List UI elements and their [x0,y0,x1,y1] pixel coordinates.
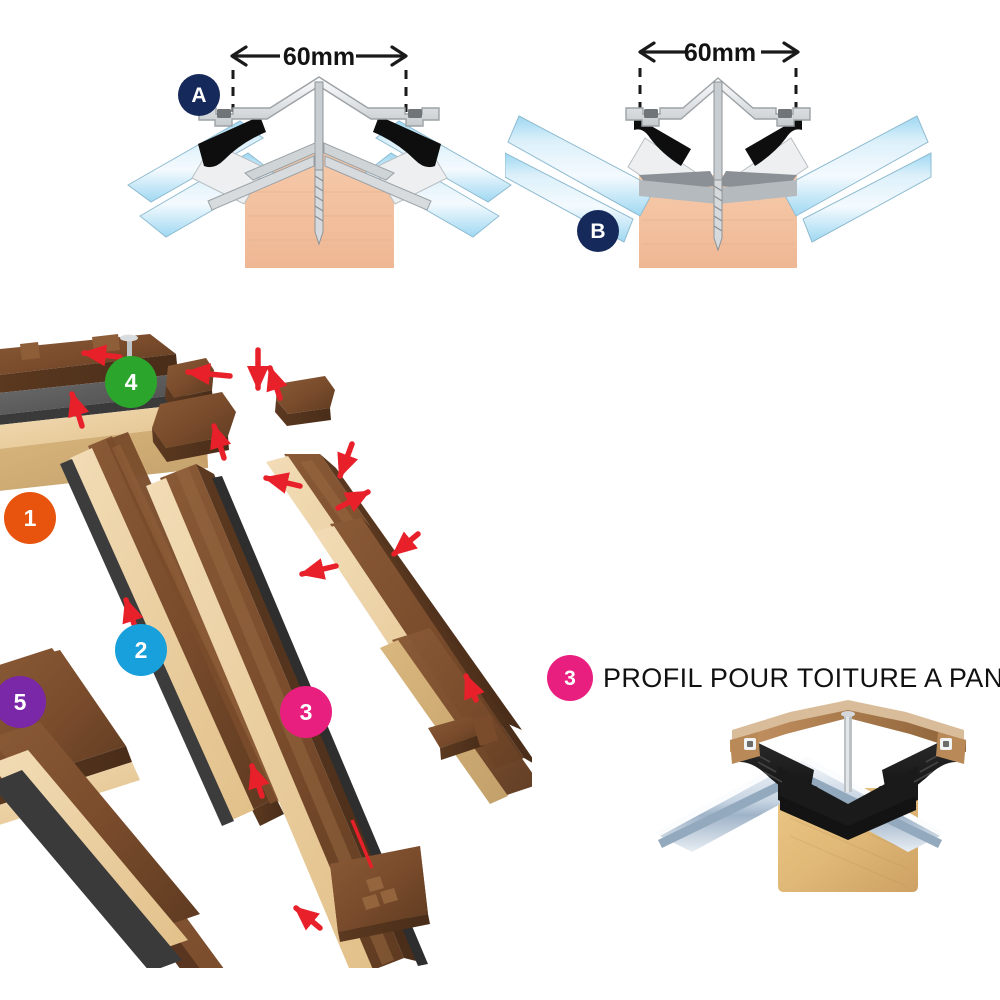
caption-badge-3: 3 [547,655,593,701]
clip-right-a [408,109,422,118]
callout-badge-1-label: 1 [23,504,37,531]
assembly-arrows [68,344,485,931]
clip-left-a [217,109,231,118]
detail-badge-a-label: A [191,83,207,107]
detail-b-drawing: 60mm [504,39,932,268]
detail-badge-a: A [178,74,220,116]
callout-badge-3: 3 [280,686,332,738]
caption-title: PROFIL POUR TOITURE A PANS [603,662,1000,693]
callout-badge-5-label: 5 [13,688,27,715]
gasket-left-a [198,116,266,168]
callout-badge-2: 2 [115,624,167,676]
callout-badge-1: 1 [4,492,56,544]
fixing-screw-b [713,81,723,252]
ridge-render-view [600,700,1000,940]
support-plate-left-a [207,155,315,211]
caption-row: 3 PROFIL POUR TOITURE A PANS [547,655,1000,701]
iso-frame-bottom-left-2 [0,722,200,968]
exploded-assembly-view [0,328,532,968]
render-fixing-bolts [806,786,890,796]
dimension-value-b: 60mm [684,39,756,67]
clip-right-b [778,109,792,118]
iso-corner-bracket [330,846,430,942]
callout-badge-4-label: 4 [124,368,138,395]
dimension-line-a [230,45,408,112]
dimension-value-a: 60mm [283,43,355,71]
detail-a-drawing: 60mm [127,43,512,268]
assembly-leader-line [350,819,374,869]
iso-screw-top [120,334,138,372]
detail-panel-b: 60mm [504,20,955,285]
detail-badge-b: B [577,210,619,252]
callout-badge-4: 4 [105,356,157,408]
iso-detached-caps [428,714,498,760]
inner-plate-a [244,142,395,181]
gasket-left-b [634,116,691,166]
iso-connector-right [380,628,532,804]
detail-badge-b-label: B [590,219,606,243]
dimension-line-b [638,41,800,112]
gasket-right-b [745,116,802,166]
cap-profile-a [198,76,440,127]
cap-profile-b [625,77,811,127]
caption-badge-3-label: 3 [564,666,576,690]
iso-floating-cap [275,376,335,426]
callout-badge-2-label: 2 [134,636,148,663]
callout-badge-5: 5 [0,676,46,728]
gasket-right-a [373,116,441,168]
glazing-panels-right-b [780,115,932,243]
clip-left-b [644,109,658,118]
render-center-screw [841,711,855,792]
support-plate-right-a [324,155,432,211]
callout-badge-3-label: 3 [299,698,313,725]
fixing-screw-a [314,81,324,246]
detail-panel-a: 60mm [120,20,550,285]
